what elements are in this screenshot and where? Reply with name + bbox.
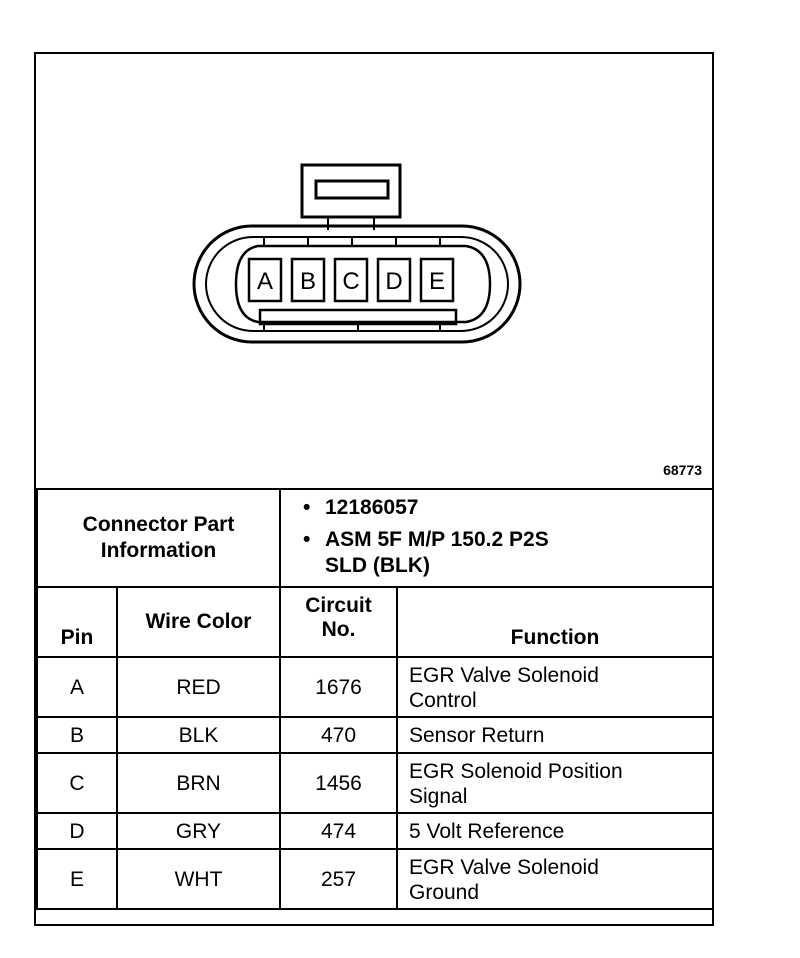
pin-label-e: E [429,268,445,295]
connector-diagram: A B C D E 68773 [36,54,712,488]
table-row: D GRY 474 5 Volt Reference [36,812,714,850]
connector-description-line2: SLD (BLK) [325,554,430,577]
pin-cell: A [36,656,118,718]
header-wire-color: Wire Color [116,586,281,658]
part-number: 12186057 [303,495,712,521]
wire-color-cell: BRN [116,752,281,814]
function-line2: Signal [409,785,468,808]
pin-label-d: D [385,268,402,295]
connector-drawing: A B C D E [192,163,522,344]
pin-cell: B [36,716,118,754]
pinout-table: Connector Part Information 12186057 ASM … [36,488,714,910]
table-header-row: Pin Wire Color Circuit No. Function [36,586,714,658]
locking-tab-slot [314,179,390,200]
header-pin: Pin [36,586,118,658]
header-function: Function [396,586,714,658]
function-cell: EGR Valve Solenoid Ground [396,848,714,910]
function-cell: 5 Volt Reference [396,812,714,850]
function-cell: Sensor Return [396,716,714,754]
header-circuit-no: Circuit No. [279,586,398,658]
function-line1: EGR Valve Solenoid [409,664,599,687]
connector-info-row: Connector Part Information 12186057 ASM … [36,488,714,588]
function-line1: Sensor Return [409,724,545,747]
function-line1: EGR Solenoid Position [409,760,623,783]
wire-color-cell: BLK [116,716,281,754]
wire-color-cell: GRY [116,812,281,850]
function-line1: EGR Valve Solenoid [409,856,599,879]
function-cell: EGR Solenoid Position Signal [396,752,714,814]
wire-color-cell: WHT [116,848,281,910]
pin-label-c: C [342,268,359,295]
function-line1: 5 Volt Reference [409,820,565,843]
header-circuit-line2: No. [321,618,356,641]
table-row: A RED 1676 EGR Valve Solenoid Control [36,656,714,718]
circuit-cell: 470 [279,716,398,754]
terminal-c [333,257,369,303]
circuit-cell: 474 [279,812,398,850]
wire-color-cell: RED [116,656,281,718]
connector-info-label-line1: Connector Part [82,513,235,536]
terminal-d [376,257,412,303]
pin-label-a: A [257,268,273,295]
function-cell: EGR Valve Solenoid Control [396,656,714,718]
function-line2: Ground [409,881,480,904]
figure-number: 68773 [663,462,702,478]
header-circuit-line1: Circuit [305,594,372,617]
circuit-cell: 257 [279,848,398,910]
pin-label-b: B [300,268,316,295]
locking-tab [300,163,402,219]
pin-cell: C [36,752,118,814]
pin-cell: D [36,812,118,850]
connector-info-label-line2: Information [100,539,217,562]
connector-description-line1: ASM 5F M/P 150.2 P2S [325,528,549,551]
terminal-e [419,257,455,303]
connector-housing [192,224,522,344]
terminal-a [247,257,283,303]
function-line2: Control [409,689,477,712]
pin-cell: E [36,848,118,910]
connector-info-label: Connector Part Information [36,488,281,588]
table-row: B BLK 470 Sensor Return [36,716,714,754]
connector-description: ASM 5F M/P 150.2 P2S SLD (BLK) [303,527,712,579]
connector-frame: A B C D E 68773 Connector Part Informati… [34,52,714,926]
terminal-cavity [234,244,492,324]
connector-info-values: 12186057 ASM 5F M/P 150.2 P2S SLD (BLK) [279,488,714,588]
table-row: E WHT 257 EGR Valve Solenoid Ground [36,848,714,910]
terminal-b [290,257,326,303]
circuit-cell: 1456 [279,752,398,814]
table-row: C BRN 1456 EGR Solenoid Position Signal [36,752,714,814]
circuit-cell: 1676 [279,656,398,718]
